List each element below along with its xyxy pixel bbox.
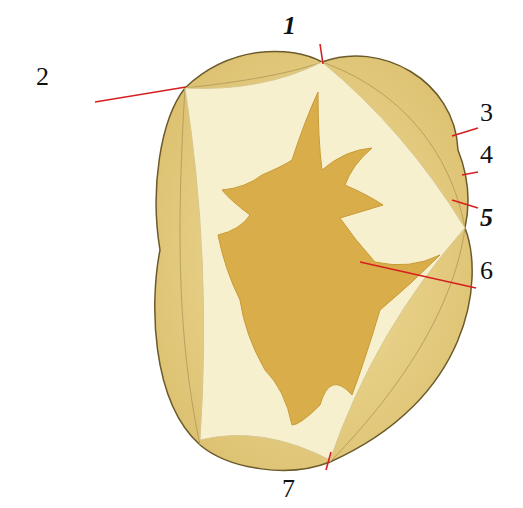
inner-tissue [185, 62, 465, 460]
callout-number: 5 [480, 205, 493, 231]
callout-number: 1 [283, 13, 296, 39]
callout-number: 3 [480, 100, 493, 126]
callout-number: 6 [480, 258, 493, 284]
callout-number: 7 [282, 476, 295, 502]
leader-lines [95, 44, 478, 470]
central-core [218, 92, 440, 425]
callout-number: 4 [480, 142, 493, 168]
lobe-lines [180, 62, 465, 462]
outer-lobes [155, 51, 472, 470]
callout-number: 2 [36, 64, 49, 90]
